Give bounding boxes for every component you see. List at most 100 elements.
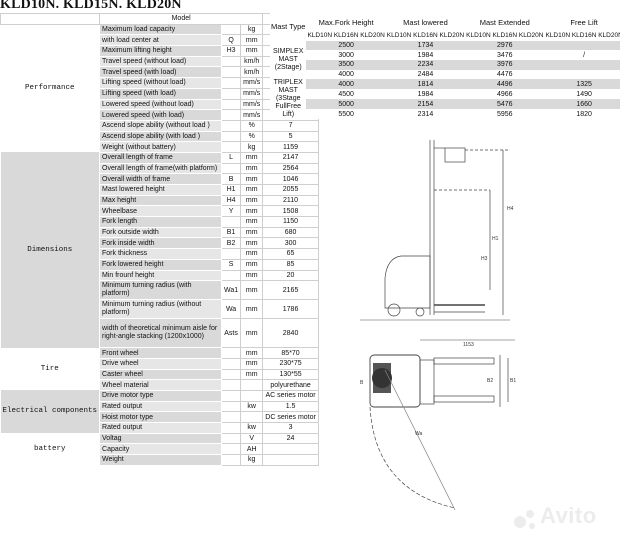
label-b: B — [360, 380, 364, 386]
spec-unit: mm/s — [240, 109, 264, 121]
spec-symbol: H3 — [221, 45, 242, 57]
spec-symbol: Q — [221, 34, 242, 47]
spec-value: AC series motor — [262, 389, 319, 402]
spec-symbol: Asts — [221, 318, 242, 349]
mast-cell: 2234 — [385, 60, 466, 70]
spec-symbol — [221, 98, 242, 111]
spec-unit: AH — [240, 443, 264, 456]
spec-symbol: Y — [221, 205, 242, 218]
spec-symbol — [221, 443, 242, 456]
spec-symbol: S — [221, 258, 242, 271]
spec-unit: mm — [240, 205, 264, 218]
spec-name: Rated output — [99, 400, 223, 413]
spec-row: Minimum turning radius (with platform)Wa… — [1, 280, 319, 301]
spec-symbol — [221, 77, 242, 89]
spec-name: width of theoretical minimum aisle for r… — [99, 318, 223, 349]
avito-logo-icon — [514, 510, 535, 529]
spec-value: DC series motor — [262, 411, 319, 423]
mast-header-cell: Max.Fork Height — [306, 13, 386, 31]
mast-cell: / — [544, 50, 620, 61]
spec-value: 300 — [262, 237, 319, 250]
spec-unit: mm — [240, 357, 264, 370]
spec-name: Capacity — [99, 443, 223, 456]
mast-cell: 1734 — [385, 40, 466, 51]
spec-symbol — [221, 269, 242, 282]
spec-unit: mm — [240, 280, 264, 301]
spec-unit: mm/s — [240, 87, 264, 100]
label-h3: H3 — [481, 256, 488, 262]
spec-value: 7 — [262, 119, 319, 132]
spec-value: polyurethane — [262, 379, 319, 391]
spec-name: Travel speed (without load) — [99, 55, 223, 68]
spec-value — [262, 443, 319, 456]
spec-unit: km/h — [240, 55, 264, 68]
section-label: Tire — [0, 347, 100, 391]
spec-value: 3 — [262, 422, 319, 434]
spec-unit: mm — [240, 318, 264, 349]
spec-value: 2147 — [262, 151, 319, 164]
mast-cell — [544, 40, 620, 51]
mast-cell: 1820 — [544, 109, 620, 120]
section-label: Dimensions — [0, 152, 100, 348]
spec-name: Rated output — [99, 422, 223, 434]
spec-value: 5 — [262, 130, 319, 143]
spec-corner — [0, 13, 101, 25]
label-wa: Wa — [415, 431, 423, 437]
spec-symbol — [221, 432, 242, 445]
spec-value — [262, 454, 319, 466]
spec-name: Minimum turning radius (with platform) — [99, 280, 223, 301]
spec-name: Weight (without battery) — [99, 141, 223, 153]
spec-unit: mm — [240, 368, 264, 381]
spec-name: Max height — [99, 194, 223, 207]
spec-name: Fork outside width — [99, 226, 223, 239]
spec-row: Capacity AH — [1, 443, 319, 456]
mast-cell: 1814 — [385, 79, 466, 90]
spec-symbol — [221, 454, 242, 466]
spec-value: 2110 — [262, 194, 319, 207]
spec-name: Voltag — [99, 432, 223, 445]
label-1153: 1153 — [463, 342, 474, 348]
mast-cell — [544, 60, 620, 70]
mast-cell: 3000 — [306, 50, 386, 61]
spec-name: Overall width of frame — [99, 173, 223, 185]
mast-cell: 1325 — [544, 79, 620, 90]
mast-cell: 4476 — [465, 69, 545, 80]
spec-unit: mm/s — [240, 77, 264, 89]
spec-value: 1508 — [262, 205, 319, 218]
spec-symbol — [221, 400, 242, 413]
spec-unit: kg — [240, 454, 264, 466]
spec-name: Fork inside width — [99, 237, 223, 250]
spec-unit: % — [240, 119, 264, 132]
mast-models-cell: KLD10N KLD16N KLD20N — [544, 31, 620, 41]
spec-symbol: B — [221, 173, 242, 185]
spec-name: Minimum turning radius (without platform… — [99, 299, 223, 320]
spec-unit — [240, 389, 264, 402]
mast-header-cell: Free Lift — [544, 13, 620, 31]
mast-header-cell: Mast lowered — [385, 13, 466, 31]
spec-name: Fork length — [99, 216, 223, 228]
spec-symbol — [221, 55, 242, 68]
watermark-text: Avito — [540, 503, 597, 528]
spec-unit: kg — [240, 141, 264, 153]
spec-unit: mm — [240, 226, 264, 239]
mast-cell: 5000 — [306, 99, 386, 110]
spec-unit — [240, 379, 264, 391]
section-label: Electrical components — [0, 390, 100, 434]
mast-cell: 1490 — [544, 89, 620, 100]
spec-unit: mm — [240, 299, 264, 320]
spec-symbol — [221, 130, 242, 143]
